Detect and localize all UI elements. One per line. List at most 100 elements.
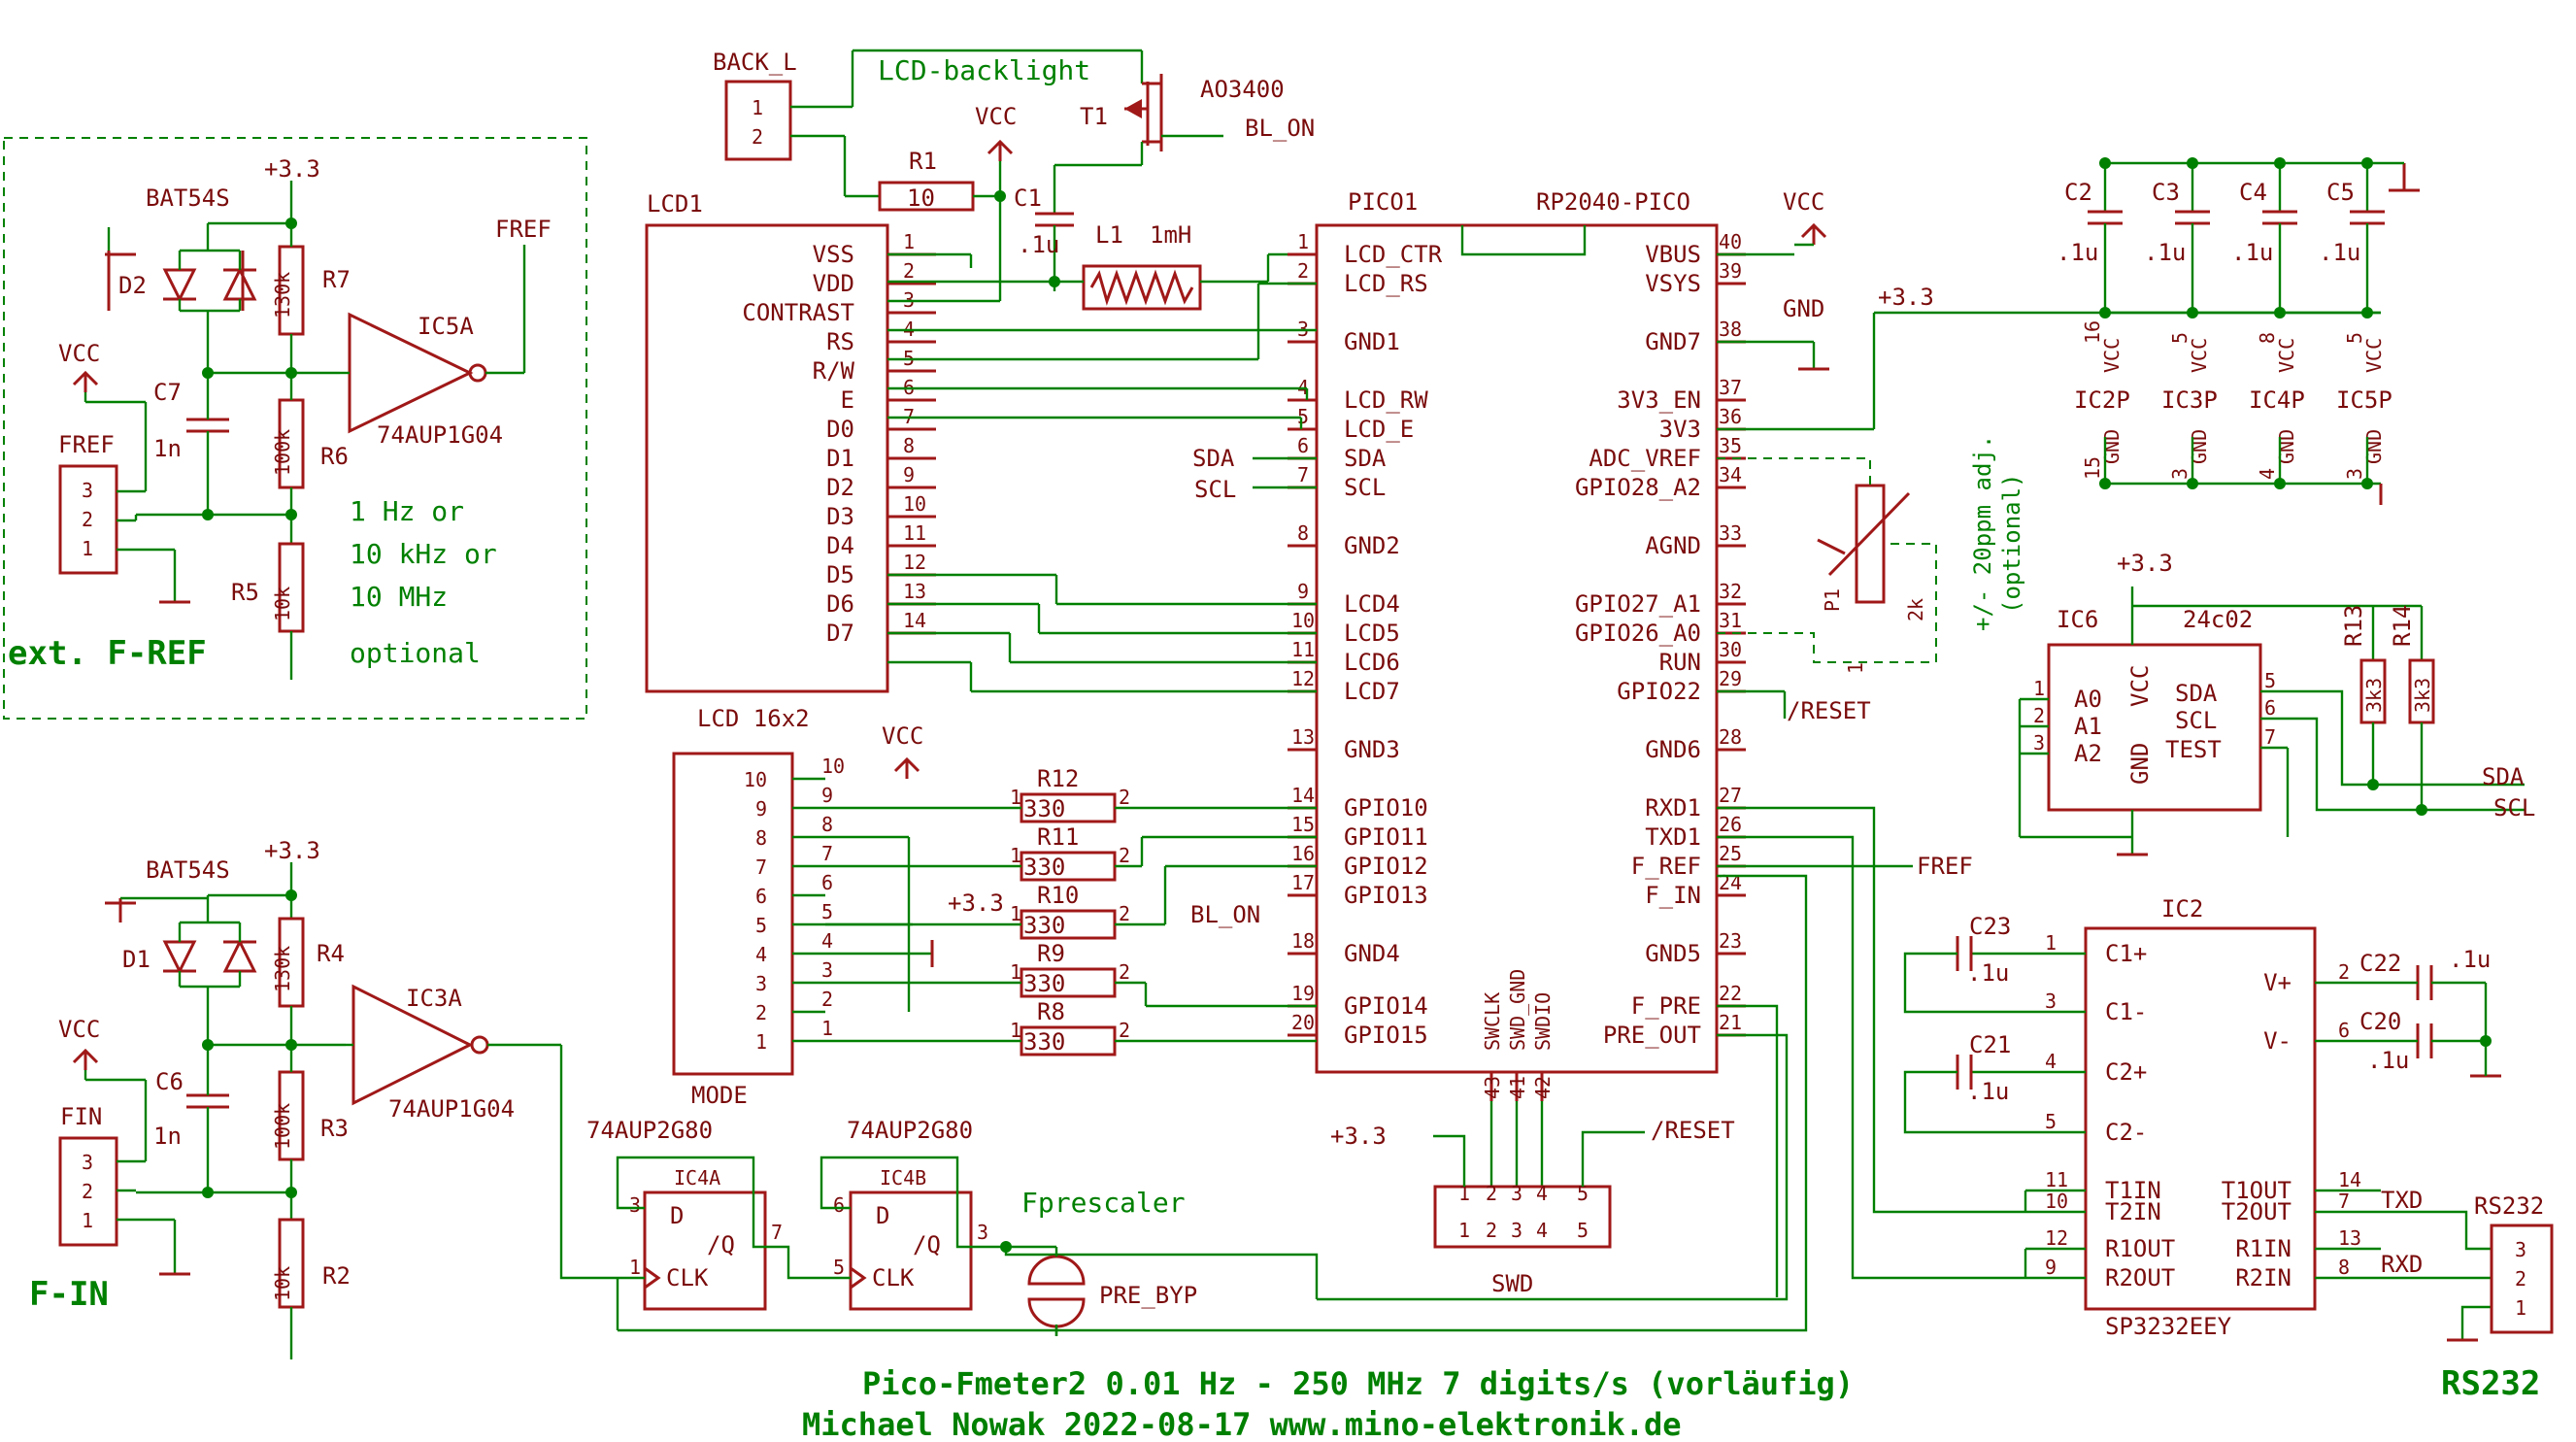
ic-power-label: IC3P — [2161, 386, 2218, 414]
cp-label: C20 — [2359, 1008, 2401, 1035]
r2-label: R2 — [322, 1262, 351, 1290]
pin-1: 1 — [752, 96, 763, 119]
ic2-left-label: C1- — [2105, 998, 2147, 1025]
rs232-connector — [2490, 1224, 2554, 1334]
pico-right-pin-label: GND6 — [1645, 736, 1701, 763]
ic2-left-label: R1OUT — [2105, 1235, 2175, 1262]
swd-pin-number: 4 — [1536, 1219, 1548, 1242]
rp2040-label: RP2040-PICO — [1536, 188, 1690, 216]
mode-pin-number: 1 — [821, 1017, 833, 1040]
swd-pin-top: 3 — [1511, 1182, 1522, 1205]
ic6-pin-label: A1 — [2074, 713, 2102, 740]
pico-left-pin-label: GPIO13 — [1344, 882, 1428, 909]
fprescaler-label: Fprescaler — [1021, 1187, 1186, 1219]
r6-value: 100k — [271, 429, 294, 476]
l1-value: 1mH — [1150, 221, 1191, 249]
ic4a-type: 74AUP2G80 — [586, 1117, 713, 1144]
gnd-pico: GND — [1783, 295, 1824, 322]
mode-pin-number: 9 — [821, 784, 833, 807]
bat54s-top-label: BAT54S — [146, 184, 230, 212]
ic2-left-number: 12 — [2045, 1226, 2068, 1250]
cp-wire — [1903, 952, 2025, 1014]
cap-value: .1u — [2319, 239, 2360, 266]
r7-label: R7 — [322, 266, 351, 293]
pico-left-pin-number: 1 — [1297, 230, 1309, 253]
swd-pin-number: 5 — [1577, 1219, 1589, 1242]
ic6-pin-label: A0 — [2074, 686, 2102, 713]
d1-label: D1 — [122, 946, 151, 973]
cap-value: .1u — [2144, 239, 2186, 266]
ic2-right-number: 2 — [2338, 960, 2350, 984]
pico-right-pin-label: F_IN — [1645, 882, 1701, 909]
lcd-pin-label: VDD — [813, 270, 854, 297]
c7-value: 1n — [153, 435, 182, 462]
pico-right-pin-label: 3V3_EN — [1617, 386, 1701, 414]
pico-right-pin-label: VSYS — [1645, 270, 1701, 297]
footer-line1: Pico-Fmeter2 0.01 Hz - 250 MHz 7 digits/… — [862, 1365, 1854, 1402]
fin-connector-label: FIN — [60, 1103, 102, 1130]
cap-label: C2 — [2064, 179, 2092, 206]
pullup-label: R14 — [2389, 605, 2416, 647]
gnd-pin-label: GND — [2275, 429, 2298, 464]
ic6-label: IC6 — [2057, 606, 2098, 633]
swd-connector — [1433, 1185, 1612, 1249]
pico-right-pin-number: 26 — [1719, 813, 1742, 836]
pico-left-pin-number: 7 — [1297, 463, 1309, 486]
ppm-label: +/- 20ppm adj. — [1969, 435, 1996, 631]
lcd-pin-label: D0 — [826, 416, 854, 443]
1: 1 — [629, 1256, 641, 1279]
ic4b-type: 74AUP2G80 — [847, 1117, 973, 1144]
ic2-right-number: 13 — [2338, 1226, 2361, 1250]
lcd-pin-number: 2 — [903, 259, 915, 283]
junction — [2187, 307, 2198, 319]
freq-line1: 1 Hz or — [350, 495, 464, 527]
sp3232-label: SP3232EEY — [2105, 1313, 2232, 1340]
ic6-pin-sda: SDA — [2175, 680, 2218, 707]
pico-left-pin-number: 12 — [1291, 667, 1315, 690]
ic2-right-number: 6 — [2338, 1019, 2350, 1042]
pico-bottom-pin-number: 42 — [1531, 1076, 1555, 1099]
pico-right-pin-number: 28 — [1719, 725, 1742, 749]
pico-right-pin-label: GND5 — [1645, 940, 1701, 967]
p1-value: 2k — [1904, 598, 1927, 621]
pico-left-pin-label: LCD7 — [1344, 678, 1400, 705]
pico-right-pin-number: 21 — [1719, 1011, 1742, 1034]
pico-left-pin-number: 13 — [1291, 725, 1315, 749]
r4-label: R4 — [317, 940, 345, 967]
ic2-right-label: R2IN — [2235, 1264, 2292, 1291]
q: /Q — [913, 1231, 941, 1258]
lcd-16x2-label: LCD 16x2 — [697, 705, 810, 732]
pico-bottom-pin-number: 41 — [1506, 1076, 1529, 1099]
swd-pin-top: 2 — [1486, 1182, 1497, 1205]
ic6-pin-gnd: GND — [2126, 743, 2154, 785]
clk: CLK — [666, 1264, 709, 1291]
pico-right-pin-label: GPIO22 — [1617, 678, 1701, 705]
mode-pin-number: 10 — [821, 755, 845, 778]
lcd-pin-number: 13 — [903, 580, 926, 603]
pico-right-pin-label: TXD1 — [1645, 823, 1701, 851]
pico-left-pin-number: 9 — [1297, 580, 1309, 603]
vcc-pin-label: VCC — [2100, 338, 2124, 373]
gnd-pin-number: 3 — [2343, 468, 2366, 480]
trimmer-p1 — [1817, 484, 1911, 604]
ic4a-label: IC4A — [674, 1166, 720, 1190]
r6-label: R6 — [320, 443, 349, 470]
c1-label: C1 — [1014, 184, 1042, 212]
ic2-left-number: 3 — [2045, 989, 2057, 1013]
p33-top: +3.3 — [264, 155, 320, 183]
cap-label: C5 — [2326, 179, 2355, 206]
mode-pin-label: 7 — [755, 855, 767, 879]
junction — [2274, 157, 2286, 169]
ppm-optional: (optional) — [1998, 474, 2025, 615]
resistor-value: 330 — [1023, 854, 1065, 881]
ic2-label: IC2 — [2161, 895, 2203, 922]
optional-label: optional — [350, 637, 481, 669]
pin-3: 3 — [82, 479, 93, 502]
lcd-pin-number: 10 — [903, 492, 926, 516]
cap-value: .1u — [2057, 239, 2098, 266]
junction — [2361, 478, 2373, 489]
pico-bottom-pin-label: SWD_GND — [1506, 969, 1529, 1051]
swd-pin-number: 1 — [1458, 1219, 1470, 1242]
